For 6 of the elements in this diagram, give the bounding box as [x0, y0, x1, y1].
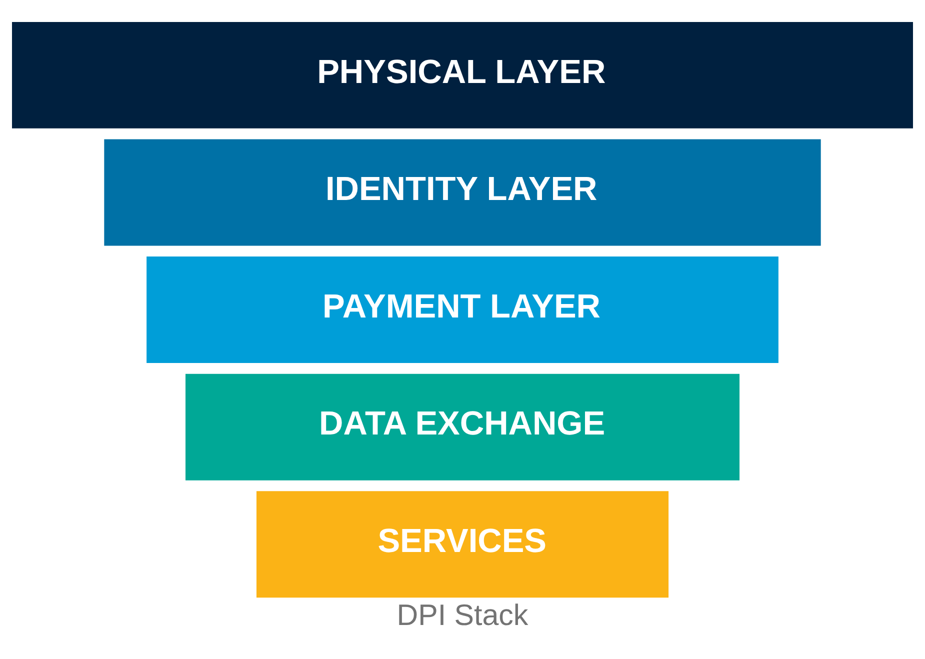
- node-box: IDENTITY LAYER: [104, 138, 821, 246]
- node-box: PAYMENT LAYER: [146, 256, 778, 363]
- node-box: SERVICES: [256, 490, 669, 598]
- node-box: PHYSICAL LAYER: [12, 21, 913, 128]
- caption: DPI Stack: [396, 598, 528, 632]
- node-box: DATA EXCHANGE: [186, 373, 740, 480]
